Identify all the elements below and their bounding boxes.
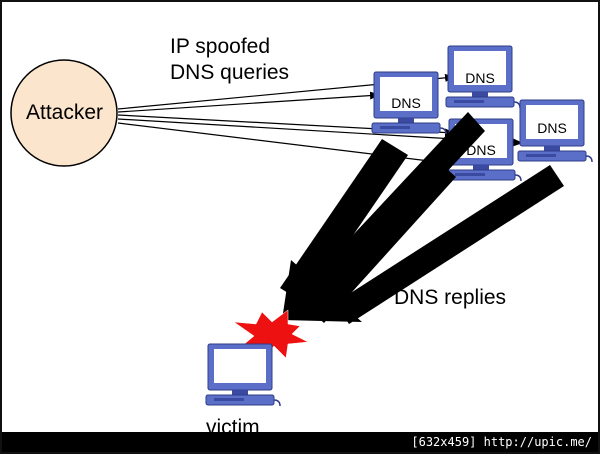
dns-server-label: DNS [465, 70, 495, 86]
attacker-node [10, 59, 118, 167]
queries-label-line2: DNS queries [170, 61, 290, 84]
watermark-bar: [632x459] http://upic.me/ [2, 432, 598, 452]
attacker-label: Attacker [26, 101, 104, 124]
victim-computer-icon [205, 343, 281, 407]
queries-label-line1: IP spoofed [170, 35, 271, 58]
reply-arrows [280, 112, 564, 324]
watermark-text: [632x459] http://upic.me/ [411, 435, 592, 449]
query-arrow-2 [117, 91, 380, 113]
dns-server-label: DNS [391, 95, 421, 111]
dns-server-label: DNS [537, 120, 567, 136]
reply-arrowhead [282, 260, 362, 322]
reply-arrow-shaft-1 [280, 139, 408, 304]
reply-arrow-shaft-3 [298, 154, 456, 323]
replies-label: DNS replies [394, 286, 507, 309]
reply-arrow-shaft-4 [335, 165, 564, 324]
dns-server-label: DNS [466, 142, 496, 158]
